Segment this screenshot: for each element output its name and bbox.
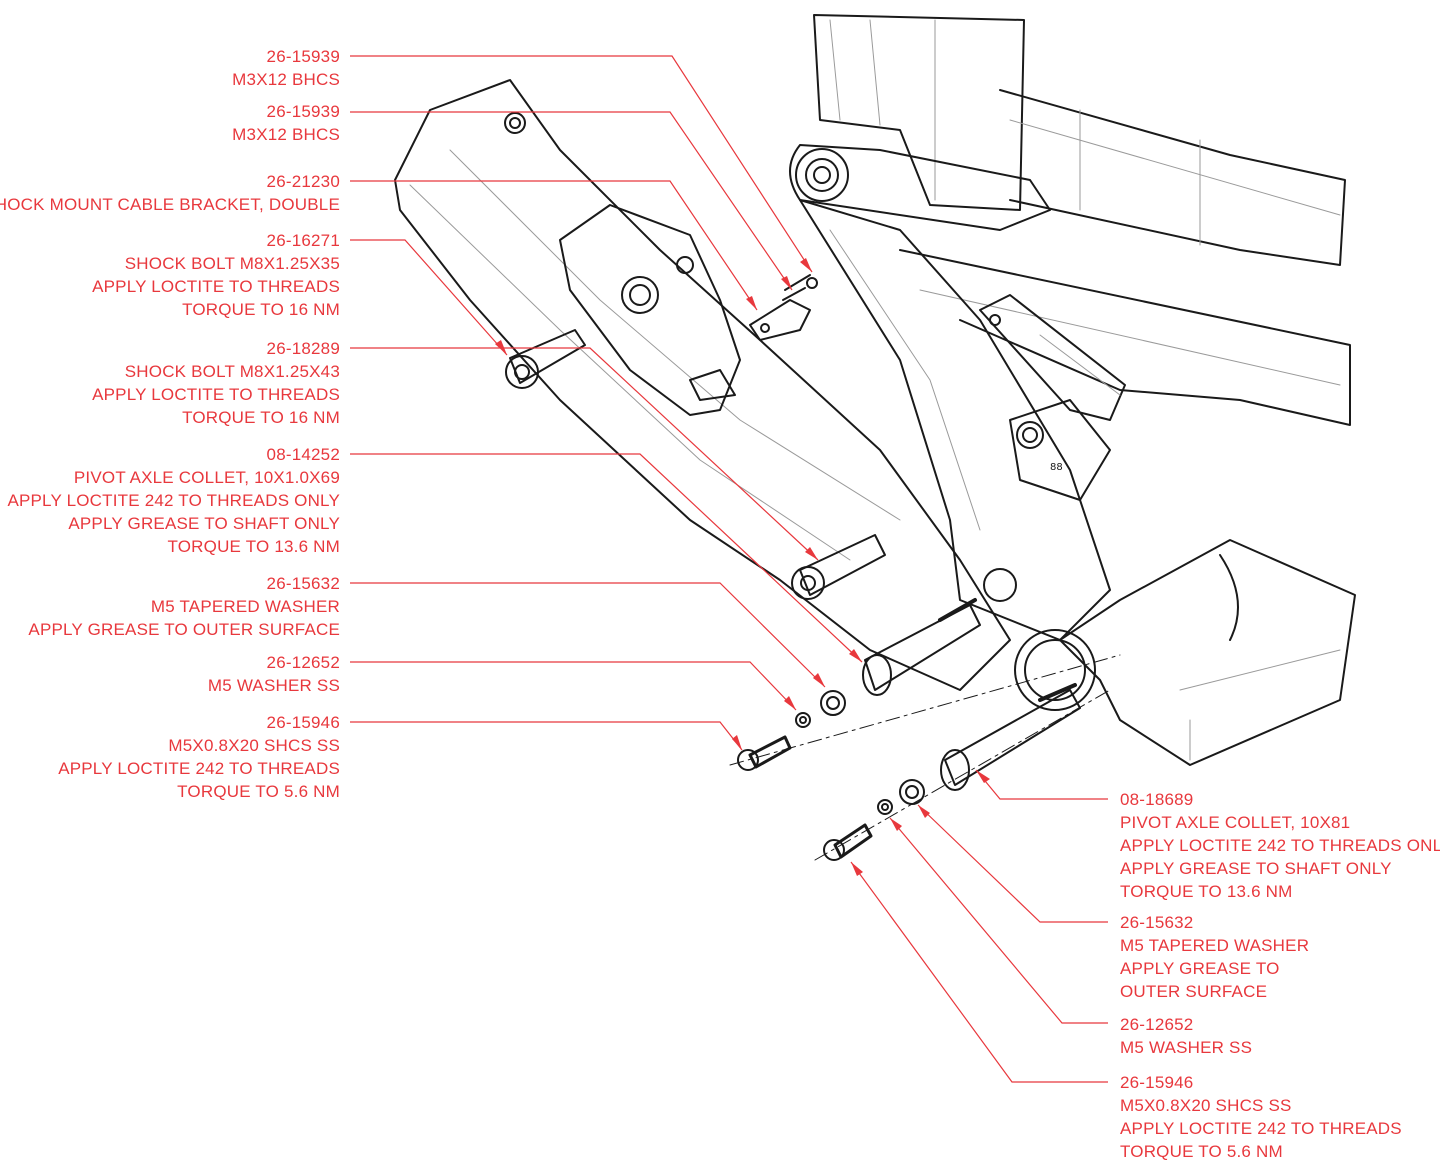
pivot-axle-collet-69 [862,598,981,696]
callout-line: APPLY GREASE TO [1120,959,1280,978]
top-tube [999,89,1346,266]
leader-lines [350,55,1108,1083]
bhcs-screws [782,274,818,301]
callout-line: PIVOT AXLE COLLET, 10X1.0X69 [73,468,340,487]
callout-part-number: 26-18289 [266,339,340,358]
callout-line: SHOCK BOLT M8X1.25X35 [124,254,340,273]
callout-line: OUTER SURFACE [1120,982,1268,1001]
callout-line: M5X0.8X20 SHCS SS [168,736,340,755]
callout-line: M5X0.8X20 SHCS SS [1120,1096,1292,1115]
callout-bhcs-2: 26-15939 M3X12 BHCS [232,100,340,146]
callout-line: TORQUE TO 5.6 NM [1120,1142,1283,1161]
callout-part-number: 26-21230 [266,172,340,191]
callout-line: APPLY LOCTITE 242 TO THREADS [1120,1119,1402,1138]
shock-bolt-43 [791,534,886,600]
callout-line: APPLY LOCTITE TO THREADS [92,277,340,296]
callout-washer-ss-lower: 26-12652 M5 WASHER SS [1120,1013,1252,1059]
callout-shock-bolt-35: 26-16271 SHOCK BOLT M8X1.25X35 APPLY LOC… [92,229,340,321]
down-tube [899,249,1351,426]
leader-arrowheads [495,258,990,876]
callout-part-number: 26-12652 [266,653,340,672]
callout-line: TORQUE TO 16 NM [182,300,340,319]
callout-line: APPLY GREASE TO SHAFT ONLY [1120,859,1392,878]
callout-line: TORQUE TO 13.6 NM [1120,882,1293,901]
callout-line: APPLY LOCTITE TO THREADS [92,385,340,404]
bottom-bracket [983,539,1356,766]
callout-cable-bracket: 26-21230 SHOCK MOUNT CABLE BRACKET, DOUB… [0,170,340,216]
callout-tapered-washer-lower: 26-15632 M5 TAPERED WASHER APPLY GREASE … [1120,911,1309,1003]
lower-washers [877,779,925,815]
callout-part-number: 26-16271 [266,231,340,250]
rear-shock: 88 [979,294,1126,501]
swingarm [394,79,1011,691]
rocker-link [789,144,1051,231]
callout-part-number: 26-15939 [266,47,340,66]
callout-line: APPLY GREASE TO SHAFT ONLY [68,514,340,533]
callout-line: M3X12 BHCS [232,125,340,144]
callout-pivot-axle-collet-69: 08-14252 PIVOT AXLE COLLET, 10X1.0X69 AP… [7,443,340,558]
callout-shcs-screw-lower: 26-15946 M5X0.8X20 SHCS SS APPLY LOCTITE… [1120,1071,1402,1163]
pivot-axle-collet-81 [940,683,1081,791]
callout-line: APPLY LOCTITE 242 TO THREADS ONLY [1120,836,1440,855]
callout-line: APPLY LOCTITE 242 TO THREADS [58,759,340,778]
callout-part-number: 26-15632 [266,574,340,593]
callout-part-number: 26-15632 [1120,913,1194,932]
callout-shock-bolt-43: 26-18289 SHOCK BOLT M8X1.25X43 APPLY LOC… [92,337,340,429]
callout-line: M5 WASHER SS [207,676,340,695]
shock-bolt-35 [505,329,586,389]
callout-line: PIVOT AXLE COLLET, 10X81 [1120,813,1351,832]
callout-part-number: 26-15946 [266,713,340,732]
callout-line: TORQUE TO 13.6 NM [167,537,340,556]
callout-tapered-washer: 26-15632 M5 TAPERED WASHER APPLY GREASE … [28,572,340,641]
lower-screw [823,823,873,861]
upper-screw [737,735,792,771]
callout-washer-ss: 26-12652 M5 WASHER SS [208,651,340,697]
callout-line: APPLY LOCTITE 242 TO THREADS ONLY [7,491,340,510]
callout-line: TORQUE TO 5.6 NM [177,782,340,801]
seat-stay [799,199,1111,641]
callout-shcs-screw: 26-15946 M5X0.8X20 SHCS SS APPLY LOCTITE… [58,711,340,803]
callout-line: M5 TAPERED WASHER [150,597,340,616]
callout-part-number: 26-15939 [266,102,340,121]
callout-line: TORQUE TO 16 NM [182,408,340,427]
shock-mount-plate [559,204,741,416]
callout-part-number: 26-15946 [1120,1073,1194,1092]
seat-tube [813,14,1025,211]
callout-line: M5 TAPERED WASHER [1120,936,1310,955]
upper-washers [795,690,846,728]
callout-line: M5 WASHER SS [1120,1038,1253,1057]
callout-pivot-axle-collet-81: 08-18689 PIVOT AXLE COLLET, 10X81 APPLY … [1120,788,1440,903]
cable-bracket [749,299,811,341]
svg-text:88: 88 [1050,462,1063,473]
callout-line: SHOCK MOUNT CABLE BRACKET, DOUBLE [0,195,340,214]
callout-part-number: 08-18689 [1120,790,1194,809]
callout-part-number: 08-14252 [266,445,340,464]
callout-line: M3X12 BHCS [232,70,340,89]
callout-line: SHOCK BOLT M8X1.25X43 [124,362,340,381]
callout-part-number: 26-12652 [1120,1015,1194,1034]
callout-bhcs-1: 26-15939 M3X12 BHCS [232,45,340,91]
callout-line: APPLY GREASE TO OUTER SURFACE [28,620,340,639]
